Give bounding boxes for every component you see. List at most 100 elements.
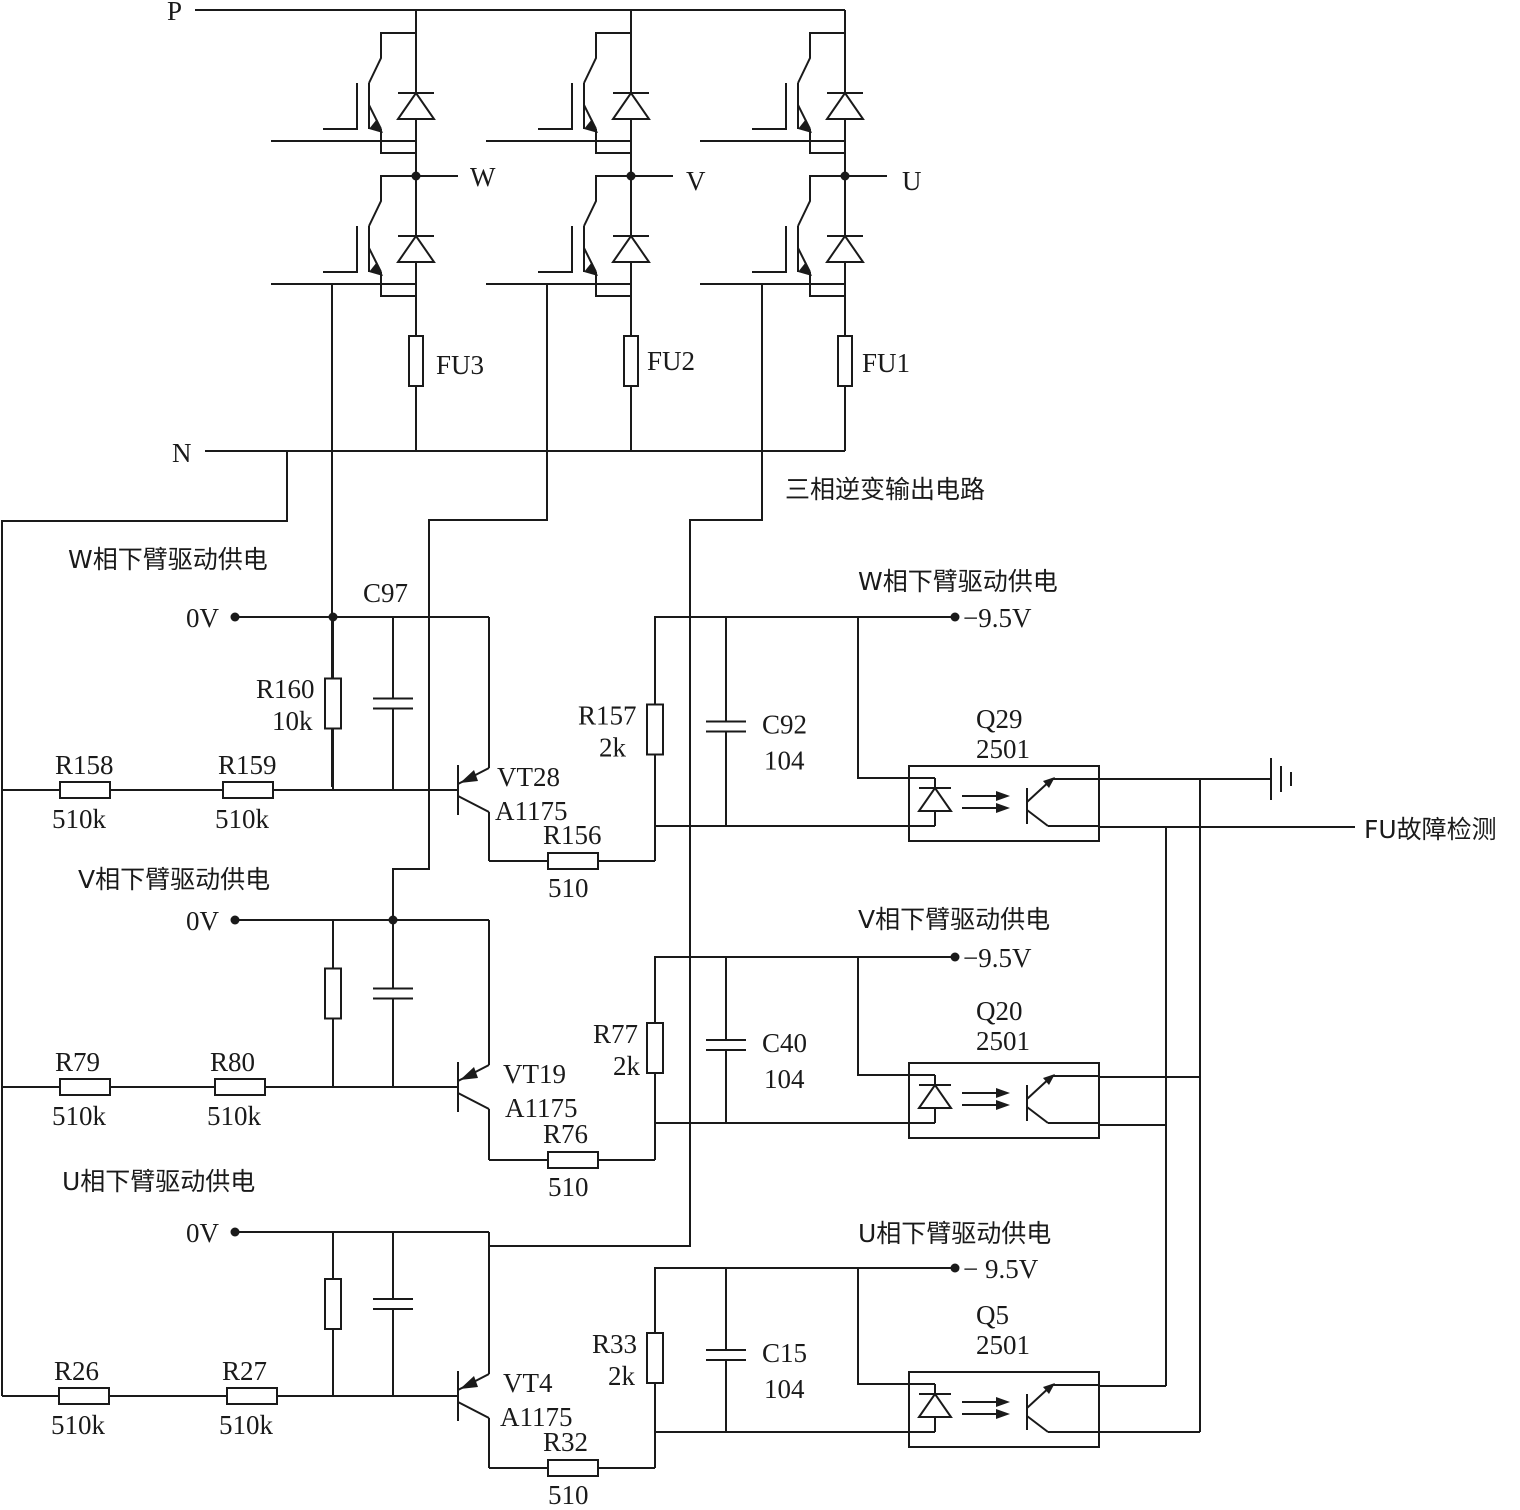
bridge-leg-u — [700, 10, 887, 451]
inverter-bridge: P N W V U FU3 FU2 FU1 三相逆变输出电路 — [167, 0, 985, 504]
optocoupler-part-label: 2501 — [976, 1330, 1030, 1360]
capacitor-c40 — [706, 957, 746, 1123]
igbt-emitter — [809, 272, 845, 297]
phase-w-label: W — [470, 162, 496, 192]
resistor-r76 — [547, 1151, 599, 1169]
resistor-value-label: 2k — [608, 1361, 636, 1391]
transistor-part-label: A1175 — [495, 796, 568, 826]
resistor-r159 — [222, 781, 274, 799]
resistor-ref-label: R77 — [593, 1019, 638, 1049]
neg-supply-label: − 9.5V — [963, 1254, 1039, 1284]
resistor-value-label: 510k — [207, 1101, 262, 1131]
igbt-collector — [583, 32, 631, 84]
fu-detect-label: FU故障检测 — [1364, 815, 1497, 844]
arrow-icon — [996, 1409, 1010, 1419]
resistor-ref-label: R156 — [543, 820, 602, 850]
igbt-collector — [583, 175, 631, 227]
capacitor-ref-label: C97 — [363, 578, 408, 608]
transistor-vt28 — [457, 765, 490, 861]
transistor-ref-label: VT4 — [503, 1368, 553, 1398]
led-anode-wire — [857, 617, 935, 779]
resistor-value-label: 2k — [599, 733, 627, 763]
capacitor-ref-label: C40 — [762, 1028, 807, 1058]
junction-dot — [388, 915, 398, 925]
igbt-collector — [797, 175, 845, 227]
arrow-icon — [996, 1088, 1010, 1098]
igbt-lower-v — [538, 175, 651, 297]
transistor-ref-label: VT19 — [503, 1059, 566, 1089]
resistor-r77 — [646, 1022, 664, 1074]
igbt-emitter — [595, 129, 631, 154]
bus-n-label: N — [172, 438, 192, 468]
transistor-collector — [457, 795, 490, 813]
left-section-title: V相下臂驱动供电 — [78, 865, 270, 894]
junction-dot — [328, 612, 338, 622]
led-diode-icon — [917, 786, 953, 812]
bus-p-label: P — [167, 0, 182, 26]
optocoupler-body — [908, 1062, 1100, 1139]
neg-supply-label: −9.5V — [963, 943, 1032, 973]
bridge-title: 三相逆变输出电路 — [785, 475, 985, 504]
led-anode-wire — [857, 1268, 935, 1385]
igbt-gate — [323, 226, 358, 273]
zero-volt-label: 0V — [186, 906, 220, 936]
capacitor-c15 — [706, 1268, 746, 1432]
arrow-icon — [584, 262, 598, 276]
optocoupler-body — [908, 765, 1100, 842]
shunt-resistor — [324, 967, 342, 1020]
capacitor-value-label: 104 — [764, 746, 805, 776]
transistor-vt19 — [457, 1062, 490, 1160]
resistor-value-label: 510k — [219, 1410, 274, 1440]
resistor-r157 — [646, 703, 664, 756]
resistor-ref-label: R80 — [210, 1047, 255, 1077]
igbt-upper-v — [538, 32, 651, 154]
optocoupler-part-label: 2501 — [976, 1026, 1030, 1056]
resistor-ref-label: R33 — [592, 1329, 637, 1359]
igbt-lower-u — [752, 175, 865, 297]
transistor-part-label: A1175 — [505, 1093, 578, 1123]
resistor-ref-label: R76 — [543, 1119, 588, 1149]
drive-section-u: U相下臂驱动供电0VR26510kR27510kVT4A1175R32510U相… — [51, 1167, 1100, 1510]
u-emitter-wire — [489, 284, 763, 1247]
transistor-collector — [457, 1092, 490, 1110]
igbt-collector — [368, 175, 416, 227]
fuse-icon — [408, 335, 424, 387]
capacitor-ref-label: C15 — [762, 1338, 807, 1368]
left-section-title: W相下臂驱动供电 — [68, 545, 268, 574]
interconnect-wires — [1, 284, 763, 1397]
arrow-icon — [369, 119, 383, 133]
diode-icon — [611, 234, 651, 263]
resistor-value-label: 510k — [52, 1101, 107, 1131]
right-section-title: U相下臂驱动供电 — [858, 1219, 1051, 1248]
ground-icon — [1270, 758, 1292, 800]
phototransistor-emitter — [1026, 809, 1049, 827]
resistor-ref-label: R160 — [256, 674, 315, 704]
resistor-value-label: 510k — [51, 1410, 106, 1440]
transistor-collector — [457, 1401, 490, 1419]
diode-icon — [396, 91, 436, 120]
resistor-ref-label: R79 — [55, 1047, 100, 1077]
arrow-icon — [798, 262, 812, 276]
arrow-icon — [996, 803, 1010, 813]
bridge-leg-w — [271, 10, 458, 451]
resistor-value-label: 510k — [52, 804, 107, 834]
resistor-r80 — [214, 1078, 266, 1096]
transistor-ref-label: VT28 — [497, 762, 560, 792]
drive-section-w: W相下臂驱动供电0VR158510kR159510kR16010kC97VT28… — [52, 545, 1100, 903]
diode-icon — [825, 234, 865, 263]
optocoupler-ref-label: Q5 — [976, 1300, 1009, 1330]
transistor-part-label: A1175 — [500, 1402, 573, 1432]
igbt-emitter — [380, 272, 416, 297]
neg-supply-wire — [654, 956, 955, 1160]
arrow-icon — [996, 1100, 1010, 1110]
optocoupler-ref-label: Q29 — [976, 704, 1023, 734]
fuse-icon — [623, 335, 639, 387]
igbt-emitter — [380, 129, 416, 154]
output-buses: FU故障检测 — [1100, 758, 1497, 1433]
neg-supply-wire — [654, 1267, 955, 1468]
led-diode-icon — [917, 1083, 953, 1109]
capacitor-c92 — [706, 617, 746, 826]
optocoupler-body — [908, 1371, 1100, 1448]
igbt-lower-w — [323, 175, 436, 297]
